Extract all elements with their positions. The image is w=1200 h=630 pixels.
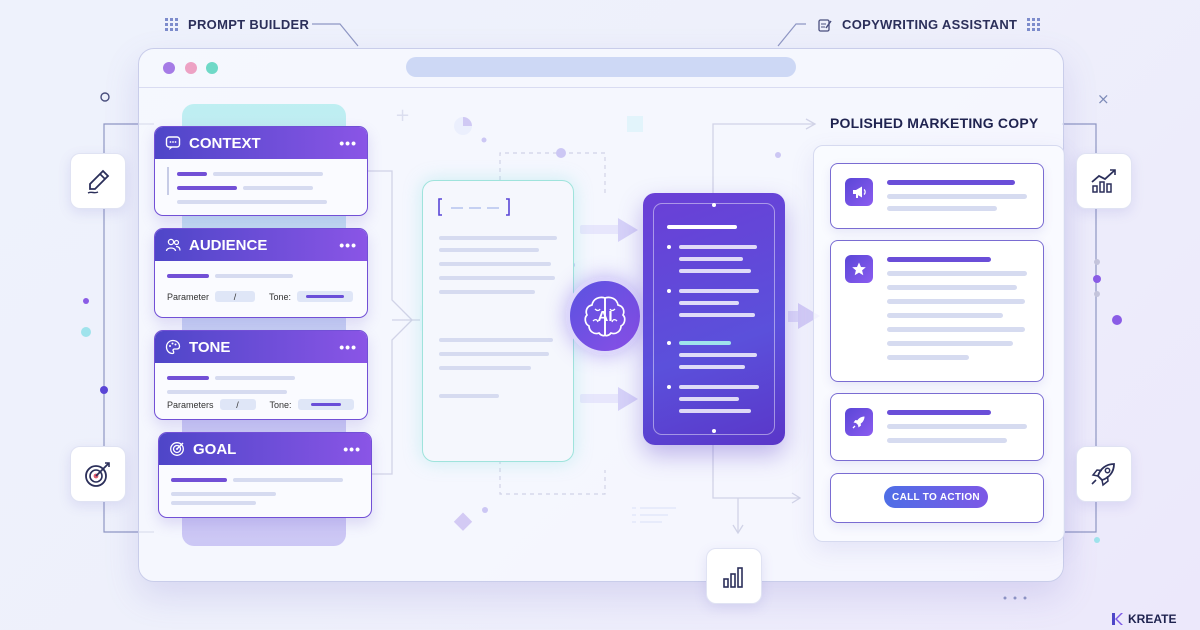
- brand-name: KREATE: [1128, 612, 1177, 626]
- audience-card-body: Parameter / Tone:: [155, 261, 367, 310]
- prompt-builder-label: PROMPT BUILDER: [188, 17, 310, 32]
- audience-card-header: AUDIENCE •••: [155, 229, 367, 261]
- tone-parameters-label: Parameters: [167, 399, 214, 410]
- ai-label: AI: [597, 307, 613, 325]
- people-icon: [165, 237, 181, 253]
- star-icon: [845, 255, 873, 283]
- pen-icon: [87, 169, 110, 194]
- prompt-document[interactable]: [422, 180, 574, 462]
- svg-text:×: ×: [1097, 90, 1110, 108]
- brand-logo: KREATE: [1110, 612, 1176, 626]
- call-to-action-button[interactable]: CALL TO ACTION: [884, 486, 988, 508]
- goal-card-header: GOAL •••: [159, 433, 371, 465]
- more-options-icon[interactable]: •••: [343, 441, 361, 457]
- tone-card-body: Parameters / Tone:: [155, 363, 367, 418]
- goal-card-title: GOAL: [193, 440, 237, 458]
- context-card-body: [155, 159, 367, 215]
- placeholder-bracket-icon: [438, 198, 510, 216]
- kreate-logo-icon: [1112, 613, 1123, 625]
- copywriting-assistant-label: COPYWRITING ASSISTANT: [842, 17, 1018, 32]
- audience-parameter-field[interactable]: /: [215, 291, 256, 302]
- grid-icon: [1027, 18, 1041, 31]
- copywriting-assistant-header: COPYWRITING ASSISTANT: [818, 17, 1041, 32]
- ai-processor-badge[interactable]: AI: [566, 277, 644, 355]
- tone-tone-label: Tone:: [269, 399, 292, 410]
- more-options-icon[interactable]: •••: [339, 135, 357, 151]
- audience-card[interactable]: AUDIENCE ••• Parameter / Tone:: [154, 228, 368, 318]
- goal-card[interactable]: GOAL •••: [158, 432, 372, 518]
- more-options-icon[interactable]: •••: [339, 339, 357, 355]
- write-tool-button[interactable]: [70, 153, 126, 209]
- context-card-header: CONTEXT •••: [155, 127, 367, 159]
- rocket-icon: [845, 408, 873, 436]
- megaphone-icon: [845, 178, 873, 206]
- window-titlebar: [139, 49, 1063, 88]
- target-icon: [85, 462, 110, 487]
- chat-bubble-icon: [165, 135, 181, 151]
- launch-button[interactable]: [1076, 446, 1132, 502]
- trend-up-icon: [1091, 169, 1116, 193]
- goal-card-body: [159, 465, 371, 517]
- target-icon: [169, 441, 185, 457]
- tone-parameters-field[interactable]: /: [219, 399, 256, 410]
- prompt-builder-header: PROMPT BUILDER: [165, 17, 309, 32]
- output-title: POLISHED MARKETING COPY: [830, 115, 1039, 131]
- tone-card-title: TONE: [189, 338, 231, 356]
- analytics-button[interactable]: [706, 548, 762, 604]
- window-dot-pink[interactable]: [185, 62, 197, 74]
- brain-icon: [584, 296, 626, 337]
- tone-card-header: TONE •••: [155, 331, 367, 363]
- output-card-launch[interactable]: [830, 393, 1044, 461]
- more-options-icon[interactable]: •••: [339, 237, 357, 253]
- processed-copy-panel[interactable]: [643, 193, 785, 445]
- bar-chart-icon: [723, 567, 743, 588]
- output-card-announcement[interactable]: [830, 163, 1044, 229]
- growth-chart-button[interactable]: [1076, 153, 1132, 209]
- audience-parameter-label: Parameter: [167, 291, 210, 302]
- grid-icon: [165, 18, 178, 31]
- tone-card[interactable]: TONE ••• Parameters / Tone:: [154, 330, 368, 420]
- audience-tone-field[interactable]: [297, 291, 354, 302]
- output-card-feature[interactable]: [830, 240, 1044, 382]
- address-bar[interactable]: [406, 57, 796, 77]
- window-dot-purple[interactable]: [163, 62, 175, 74]
- window-dot-teal[interactable]: [206, 62, 218, 74]
- audience-card-title: AUDIENCE: [189, 236, 268, 254]
- audience-tone-label: Tone:: [269, 291, 292, 302]
- target-tool-button[interactable]: [70, 446, 126, 502]
- tone-tone-field[interactable]: [297, 399, 354, 410]
- palette-icon: [165, 339, 181, 355]
- context-card[interactable]: CONTEXT •••: [154, 126, 368, 216]
- edit-document-icon: [818, 18, 832, 32]
- context-card-title: CONTEXT: [189, 134, 261, 152]
- rocket-icon: [1091, 463, 1115, 487]
